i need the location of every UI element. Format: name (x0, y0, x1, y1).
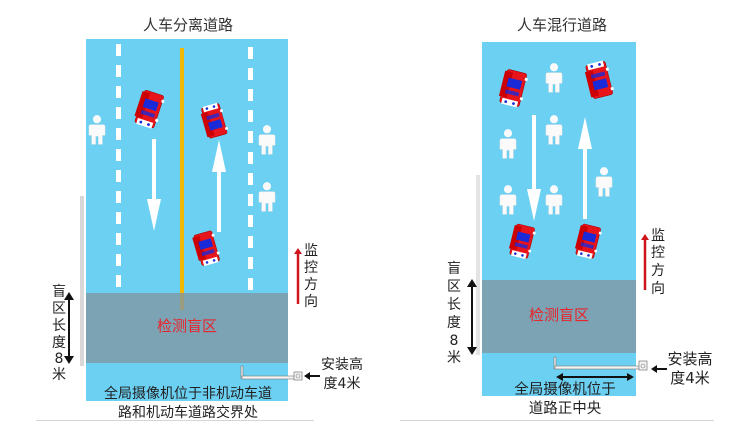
pedestrian-icon (88, 114, 106, 146)
center-line (180, 48, 184, 310)
pedestrian-icon (595, 166, 613, 198)
panel-title: 人车混行道路 (516, 16, 607, 34)
blind-zone: 检测盲区 (482, 280, 636, 353)
blind-zone-label: 检测盲区 (156, 317, 217, 335)
bottom-divider (36, 420, 314, 421)
camera-position-caption: 全局摄像机位于 道路正中央 (514, 382, 616, 417)
lane-divider-right (248, 47, 253, 294)
bottom-divider (400, 420, 714, 421)
blind-zone-label: 检测盲区 (528, 306, 589, 324)
pedestrian-icon (545, 114, 563, 146)
install-height-arrow (304, 372, 320, 380)
left-curb (80, 196, 84, 366)
blind-length-arrow (467, 279, 477, 355)
pedestrian-icon (545, 184, 563, 216)
camera-pole-icon (240, 365, 303, 381)
up-arrow (578, 117, 592, 219)
down-arrow (147, 139, 161, 231)
camera-offset-arrow (556, 373, 634, 381)
monitor-direction-arrow (641, 234, 649, 290)
install-height-arrow (651, 365, 667, 373)
install-height-label: 安装高 度4米 (667, 350, 713, 387)
pedestrian-icon (499, 128, 517, 160)
pedestrian-icon (499, 184, 517, 216)
blind-zone: 检测盲区 (86, 293, 288, 363)
left-curb (476, 175, 480, 355)
camera-position-caption: 全局摄像机位于非机动车道 路和机动车道路交界处 (104, 386, 272, 421)
pedestrian-icon (258, 124, 276, 156)
down-arrow (527, 115, 541, 221)
pedestrian-icon (545, 62, 563, 94)
blind-length-arrow (64, 292, 74, 364)
lane-divider-left (116, 44, 121, 294)
camera-pole-icon (553, 356, 648, 371)
panel-title: 人车分离道路 (142, 16, 233, 34)
install-height-label: 安装高 度4米 (321, 357, 363, 392)
up-arrow (212, 140, 226, 232)
monitor-direction-arrow (294, 248, 302, 304)
pedestrian-icon (258, 181, 276, 213)
